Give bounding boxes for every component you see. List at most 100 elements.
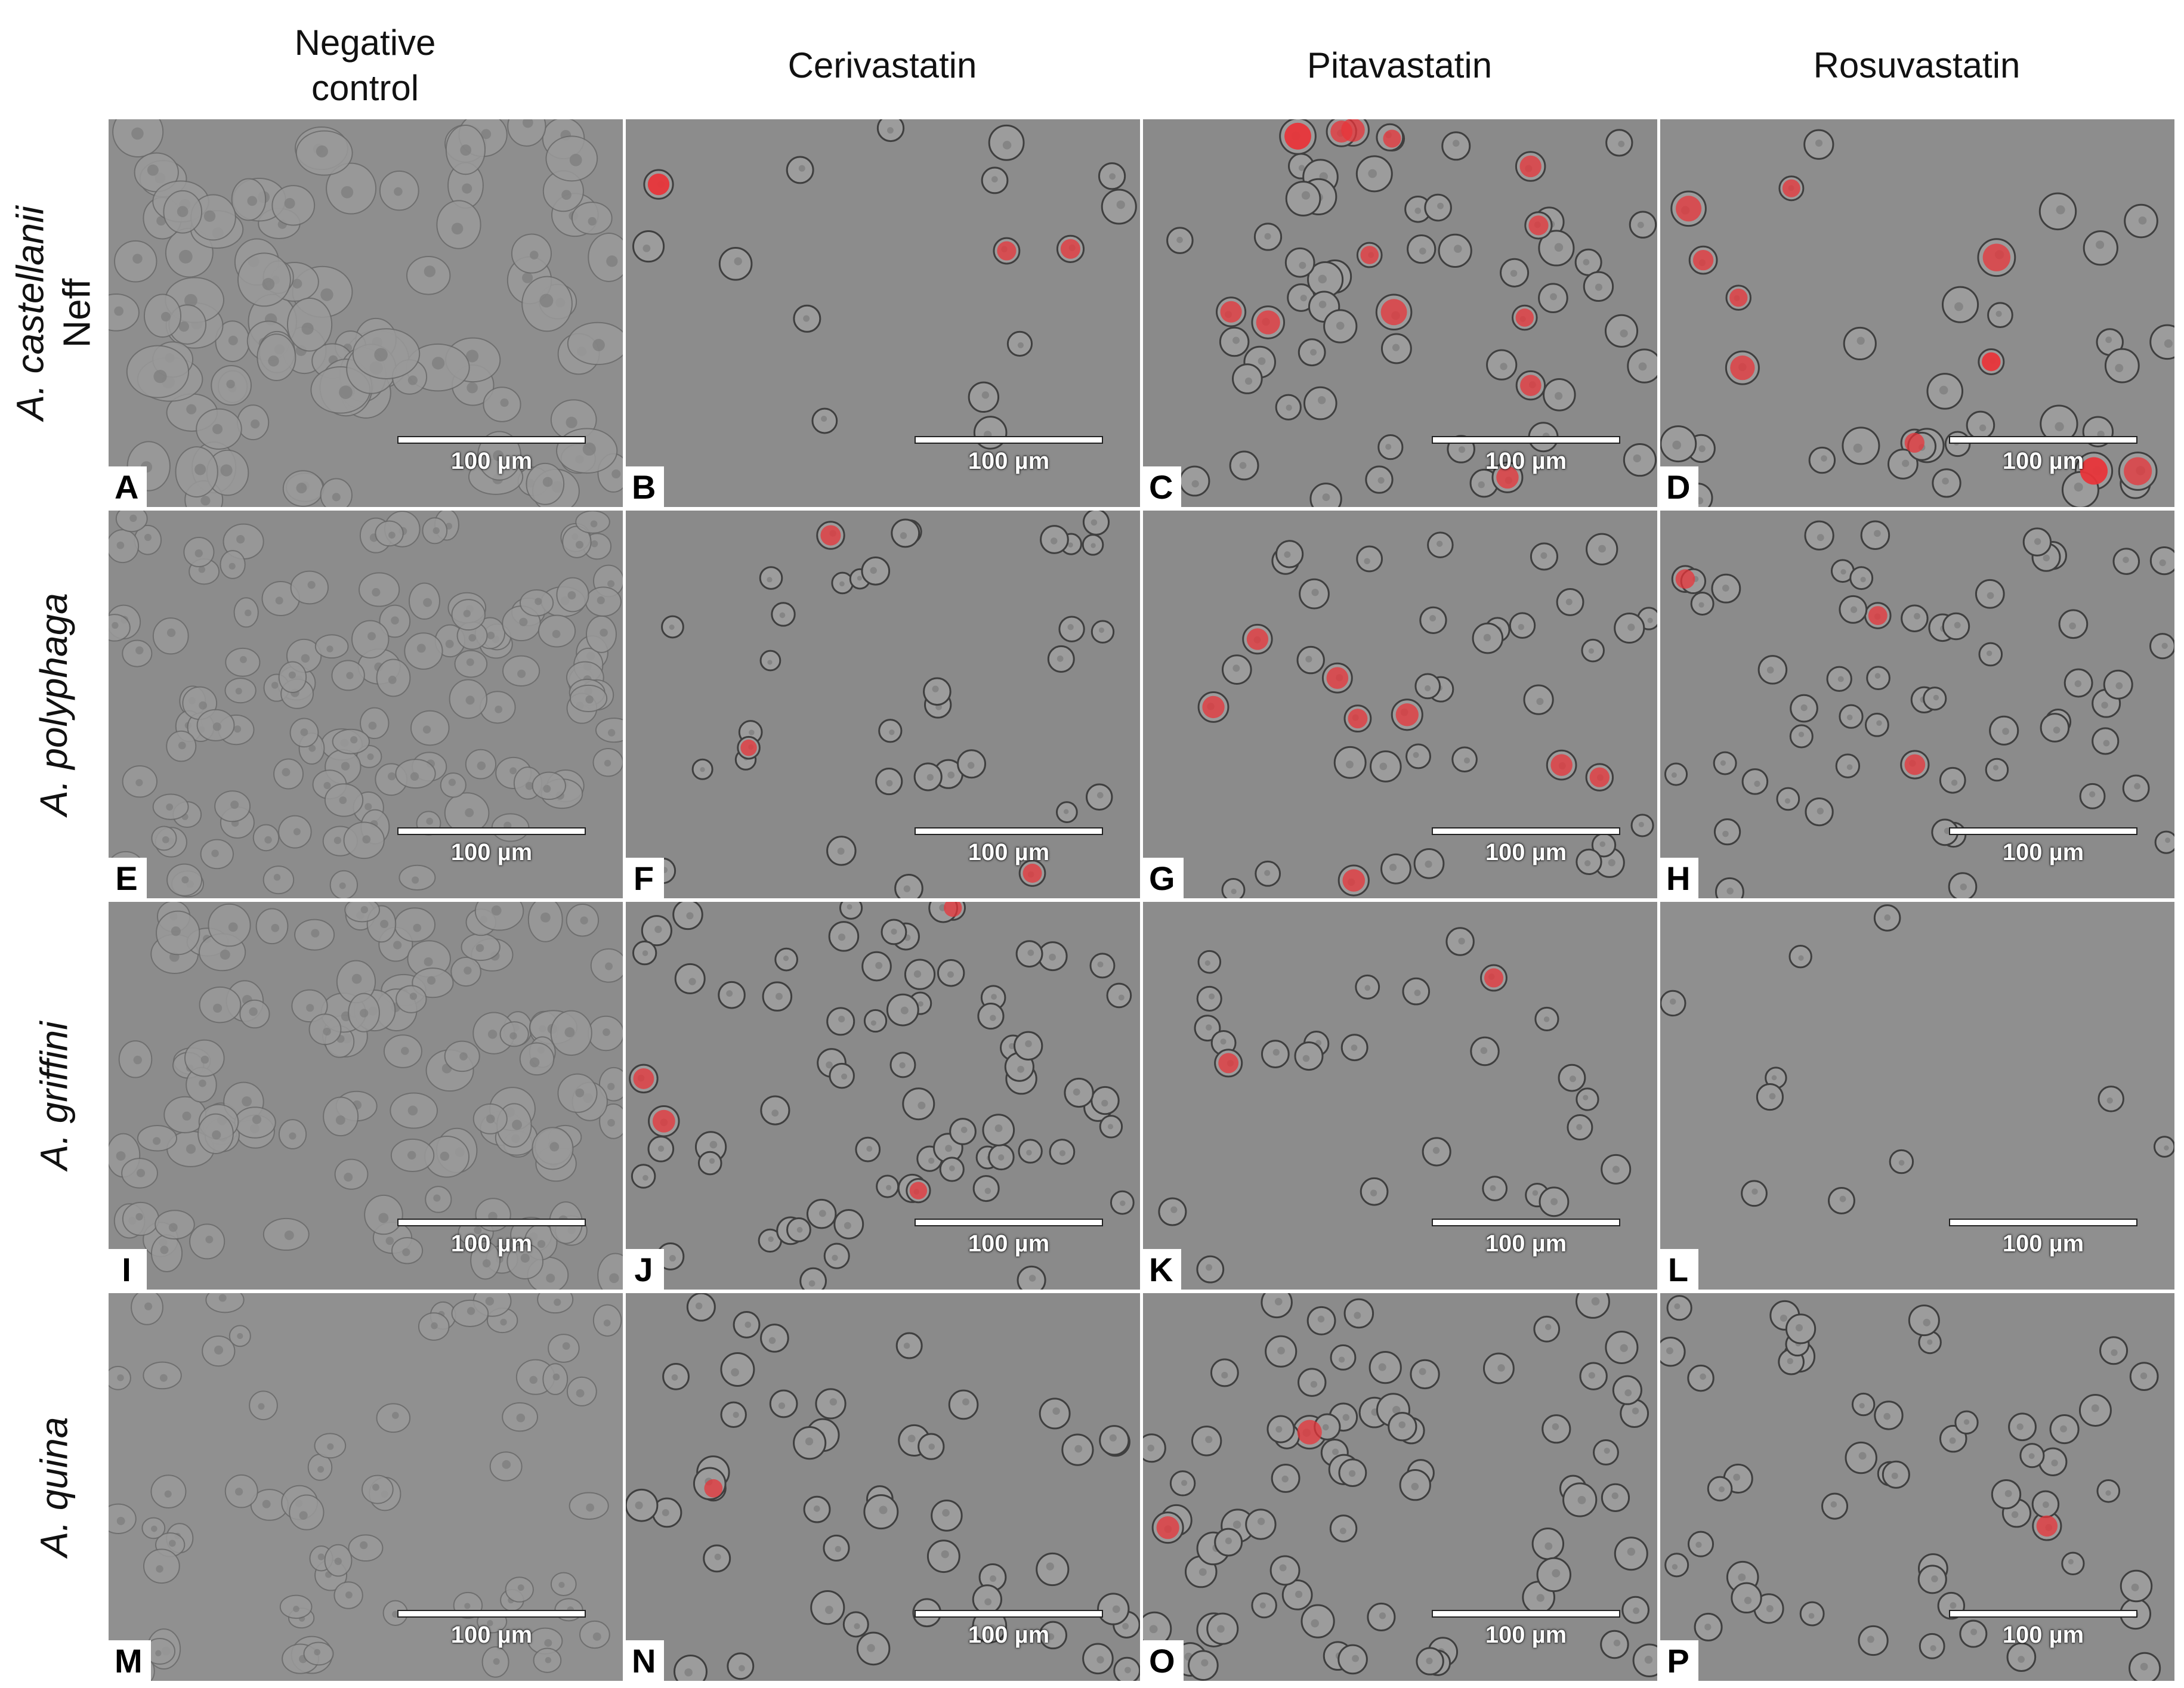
cell-nucleus (159, 1374, 168, 1382)
cell-nucleus (380, 920, 389, 929)
cell-nucleus (156, 1565, 163, 1573)
cell-nucleus (1613, 1639, 1621, 1647)
cell-nucleus (1392, 1406, 1401, 1414)
cell-nucleus (767, 660, 773, 665)
cell-nucleus (487, 631, 495, 639)
cell-nucleus (1837, 676, 1844, 682)
cell-nucleus (293, 828, 301, 836)
cell-nucleus (1674, 1303, 1681, 1310)
cell-nucleus (424, 265, 436, 277)
scale-bar-label: 100 µm (2002, 448, 2084, 474)
cell-nucleus (1413, 752, 1419, 758)
cell-nucleus (870, 1020, 876, 1026)
cell-nucleus (385, 1236, 394, 1245)
cell-nucleus (886, 1185, 892, 1191)
cell-nucleus (942, 1508, 950, 1517)
cell-nucleus (199, 701, 208, 710)
cell-nucleus (178, 321, 189, 332)
cell-nucleus (117, 1374, 124, 1381)
row-header-polyphaga: A. polyphaga (0, 511, 107, 898)
cell-nucleus (875, 962, 883, 969)
cell-nucleus (2106, 1097, 2113, 1104)
cell-nucleus (844, 1222, 851, 1229)
cell-nucleus (768, 1236, 774, 1242)
cell-nucleus (1698, 445, 1706, 452)
scale-bar-label: 100 µm (450, 1231, 533, 1257)
cell-nucleus (262, 1500, 271, 1508)
cell-nucleus (1301, 191, 1311, 200)
cell-nucleus (2111, 1349, 2118, 1356)
cell-nucleus (1550, 293, 1557, 301)
cell-nucleus (1771, 1075, 1777, 1081)
cell-nucleus (1914, 613, 1920, 620)
cell-nucleus (1902, 459, 1910, 467)
cell-nucleus (1392, 344, 1400, 351)
cell-nucleus (1923, 1319, 1930, 1327)
cell-nucleus (837, 848, 845, 855)
cell-nucleus (1302, 1055, 1310, 1062)
cell-nucleus (768, 1337, 776, 1344)
cell-nucleus (1364, 558, 1370, 565)
scale-bar-label: 100 µm (450, 448, 533, 474)
cell-nucleus (1414, 990, 1421, 997)
cell-nucleus (393, 941, 402, 950)
panel-letter: C (1143, 466, 1182, 507)
cell-nucleus (1608, 859, 1615, 867)
red-stained-cell (1360, 246, 1379, 264)
cell-nucleus (468, 633, 477, 642)
cell-nucleus (1552, 1569, 1561, 1578)
cell-nucleus (733, 1411, 739, 1418)
cell-nucleus (1317, 1315, 1325, 1323)
cell-nucleus (1612, 1165, 1620, 1173)
cell-nucleus (1951, 780, 1958, 786)
cell-nucleus (1611, 1492, 1618, 1500)
cell-nucleus (1017, 342, 1024, 348)
cell-nucleus (401, 1047, 409, 1055)
cell-nucleus (1744, 1597, 1752, 1604)
panel-letter: I (109, 1249, 147, 1290)
cell-nucleus (162, 836, 169, 843)
cell-nucleus (1666, 1347, 1673, 1355)
red-stained-cell (740, 739, 757, 756)
cell-nucleus (271, 924, 280, 932)
cell-nucleus (1704, 1624, 1712, 1631)
cell-nucleus (887, 127, 894, 134)
cell (1261, 1293, 1293, 1319)
cell-nucleus (1830, 1501, 1837, 1508)
cell (1221, 877, 1246, 898)
cell-nucleus (838, 1015, 845, 1023)
cell-nucleus (1624, 1389, 1632, 1396)
cell-nucleus (642, 244, 651, 252)
red-stained-cell (1515, 308, 1534, 327)
cell-nucleus (1028, 1275, 1036, 1282)
cell-nucleus (1436, 540, 1443, 547)
cell-nucleus (317, 1466, 325, 1473)
cell-nucleus (1954, 622, 1961, 629)
column-header-rosuvastatin: Rosuvastatin (1813, 45, 2021, 85)
red-stained-cell (1729, 288, 1748, 307)
cell-nucleus (1277, 1346, 1285, 1355)
cell-nucleus (178, 741, 186, 750)
cell-nucleus (392, 1610, 399, 1618)
cell-nucleus (1281, 1475, 1289, 1483)
cell-nucleus (1419, 248, 1426, 255)
cell (109, 293, 140, 332)
cell-nucleus (301, 654, 310, 663)
cell-nucleus (530, 251, 539, 259)
cell-nucleus (1859, 1403, 1865, 1409)
column-header-negative-control: Negative control (294, 23, 436, 108)
cell-nucleus (525, 781, 534, 790)
cell-nucleus (1063, 809, 1069, 814)
cell-nucleus (1411, 1483, 1419, 1491)
cell-nucleus (135, 779, 143, 787)
cell-nucleus (226, 379, 235, 389)
cell-nucleus (1272, 1049, 1280, 1056)
cell-nucleus (2056, 205, 2065, 215)
row-header-strain: Neff (55, 278, 98, 348)
cell-nucleus (609, 1273, 619, 1284)
red-stained-cell (1520, 375, 1542, 396)
red-stained-cell (1589, 767, 1610, 787)
cell-nucleus (1751, 1188, 1758, 1195)
